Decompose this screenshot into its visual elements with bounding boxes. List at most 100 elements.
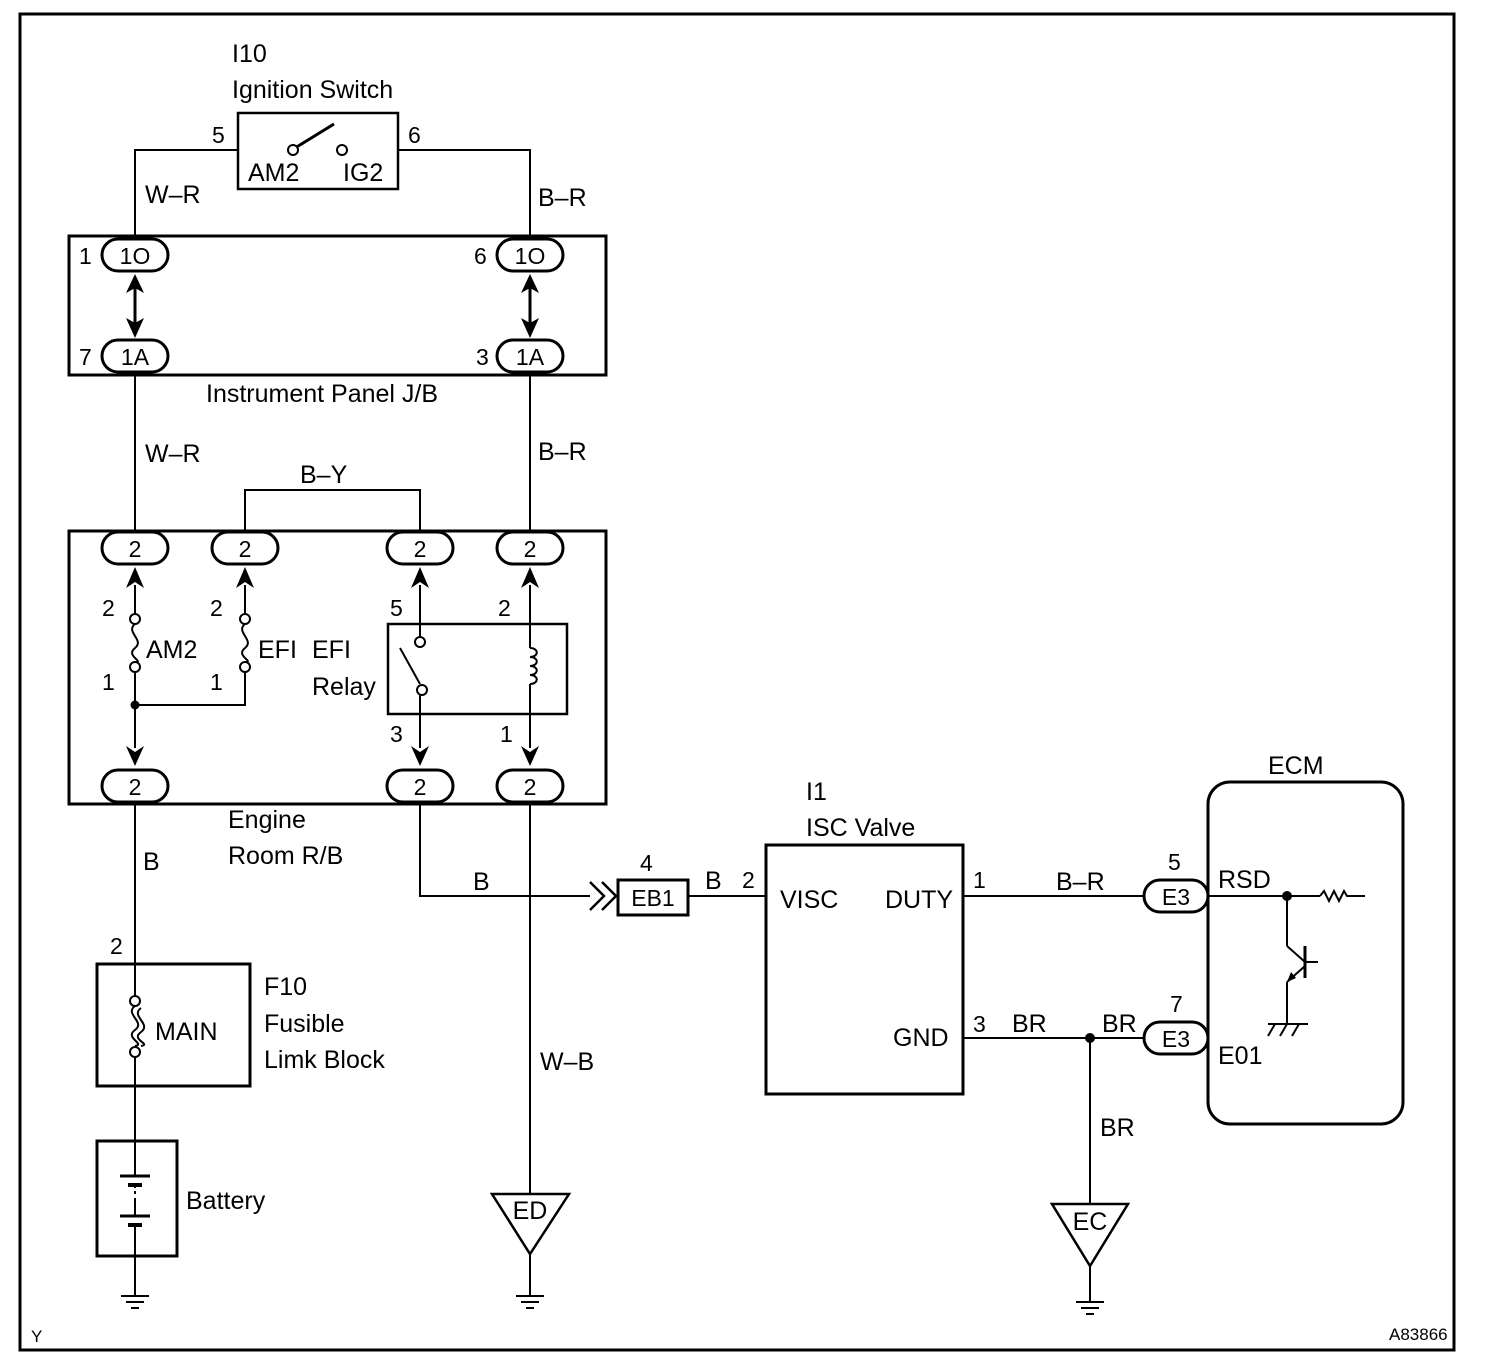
rb-connector-bottom-2-label: 2 (414, 774, 427, 800)
ground-ec-label: EC (1073, 1208, 1108, 1236)
isc-visc-label: VISC (780, 886, 838, 914)
engine-room-rb-name-2: Room R/B (228, 842, 343, 870)
wire-label-w-r-top: W–R (145, 181, 201, 209)
ground-ed-triangle-icon (489, 1192, 572, 1257)
efi-pin-1: 1 (210, 669, 223, 695)
wire-label-b-y: B–Y (300, 461, 348, 489)
rb-connector-bottom-1-label: 2 (129, 774, 142, 800)
figure-id: A83866 (1389, 1325, 1448, 1344)
wire-label-w-r-mid: W–R (145, 440, 201, 468)
rb-connector-bottom-2 (385, 768, 455, 804)
ignition-pin-5: 5 (212, 122, 225, 148)
ecm: ECM E3 5 E3 7 RSD E01 (1142, 752, 1405, 1126)
jb-connector-1o-left (100, 237, 170, 273)
ground-symbol-icon (1076, 1301, 1104, 1315)
battery-label: Battery (186, 1187, 266, 1215)
ground-symbol-icon (516, 1295, 544, 1309)
efi-fuse-label: EFI (258, 636, 297, 664)
ground-ed: ED (489, 1192, 572, 1309)
outer-frame (18, 12, 1456, 1352)
rb-connector-bottom-3-label: 2 (524, 774, 537, 800)
ground-ed-label: ED (513, 1197, 548, 1225)
eb1-male-icon (589, 881, 606, 911)
ignition-switch-name: Ignition Switch (232, 76, 393, 104)
isc-pin-2: 2 (742, 867, 755, 893)
fusible-link-block: 2 MAIN F10 Fusible Limk Block (95, 933, 385, 1088)
jb-connector-1a-left (100, 338, 170, 374)
engine-room-rb: 2 2 2 2 2 2 2 2 1 AM2 (67, 529, 608, 870)
rb-connector-top-2-label: 2 (239, 536, 252, 562)
isc-valve-code: I1 (806, 778, 827, 806)
isc-gnd-label: GND (893, 1024, 949, 1052)
ig2-contact-icon (336, 144, 348, 156)
isc-duty-label: DUTY (885, 886, 953, 914)
am2-pin-2: 2 (102, 595, 115, 621)
am2-contact-icon (287, 144, 299, 156)
rb-connector-bottom-3 (495, 768, 565, 804)
transistor-icon (1286, 896, 1318, 1024)
rb-connector-top-1-label: 2 (129, 536, 142, 562)
wire-label-br-a: BR (1012, 1010, 1047, 1038)
ignition-pin-6: 6 (408, 122, 421, 148)
jb-pin-6: 6 (474, 243, 487, 269)
am2-fuse-icon (131, 623, 139, 663)
ground-ec: EC (1049, 1202, 1131, 1315)
battery-icon (120, 1141, 150, 1256)
jb-connector-1o-left-label: 1O (120, 243, 151, 269)
jb-double-arrow-right-icon (521, 274, 539, 338)
fusible-link-code: F10 (264, 973, 307, 1001)
rb-connector-top-3-label: 2 (414, 536, 427, 562)
rb-connector-top-1 (100, 530, 170, 566)
jb-pin-1: 1 (79, 243, 92, 269)
resistor-icon (1319, 888, 1365, 904)
wires (134, 149, 1144, 1302)
rb-connector-top-3 (385, 530, 455, 566)
isc-valve: I1 ISC Valve VISC DUTY GND 2 1 3 (742, 778, 986, 1096)
efi-pin-2: 2 (210, 595, 223, 621)
ecm-pin-5: 5 (1168, 849, 1181, 875)
ground-ec-triangle-icon (1049, 1202, 1131, 1269)
rb-connector-top-2 (210, 530, 280, 566)
wire-label-b-r-mid: B–R (538, 438, 587, 466)
fusible-link-name-2: Limk Block (264, 1046, 385, 1074)
jb-double-arrow-left-icon (126, 274, 144, 338)
junction-dot (130, 700, 140, 710)
main-fuse-icon (130, 1005, 140, 1047)
wire-label-b-main: B (143, 848, 160, 876)
isc-pin-1: 1 (973, 867, 986, 893)
am2-fuse-label: AM2 (146, 636, 197, 664)
relay-pin-1: 1 (500, 721, 513, 747)
rb-connector-top-4-label: 2 (524, 536, 537, 562)
ecm-connector-e3-rsd-label: E3 (1162, 884, 1190, 910)
rb-arrow-down-icon (411, 746, 429, 766)
fusible-link-name-1: Fusible (264, 1010, 345, 1038)
rb-arrow-up-icon (126, 567, 144, 588)
isc-pin-3: 3 (973, 1011, 986, 1037)
eb1-pin: 4 (640, 850, 653, 876)
instrument-panel-jb-name: Instrument Panel J/B (206, 380, 438, 408)
relay-pin-5: 5 (390, 595, 403, 621)
rb-arrow-down-icon (126, 746, 144, 766)
wire-label-b-feed: B (473, 868, 490, 896)
rb-connector-bottom-1 (100, 768, 170, 804)
eb1-label: EB1 (631, 885, 674, 911)
jb-connector-1a-left-label: 1A (121, 344, 150, 370)
efi-fuse-icon (241, 623, 249, 663)
ground-symbol-icon (121, 1295, 149, 1309)
efi-relay-name-1: EFI (312, 636, 351, 664)
wire-label-b-r-duty: B–R (1056, 868, 1105, 896)
jb-connector-1a-right (495, 338, 565, 374)
corner-mark-left: Y (31, 1327, 42, 1346)
ignition-switch-code: I10 (232, 40, 267, 68)
ecm-pin-7: 7 (1170, 991, 1183, 1017)
ecm-e01-label: E01 (1218, 1042, 1262, 1070)
wire-label-br-b: BR (1102, 1010, 1137, 1038)
connector-eb1: EB1 4 (589, 850, 690, 917)
junction-dot (1085, 1033, 1095, 1043)
rb-arrow-up-icon (411, 567, 429, 588)
instrument-panel-jb: 1O 1 1O 6 1A 7 1A 3 Instrument Panel J/B (67, 234, 608, 408)
ignition-term-am2: AM2 (248, 159, 299, 187)
main-fuse-label: MAIN (155, 1018, 218, 1046)
relay-pin-2: 2 (498, 595, 511, 621)
